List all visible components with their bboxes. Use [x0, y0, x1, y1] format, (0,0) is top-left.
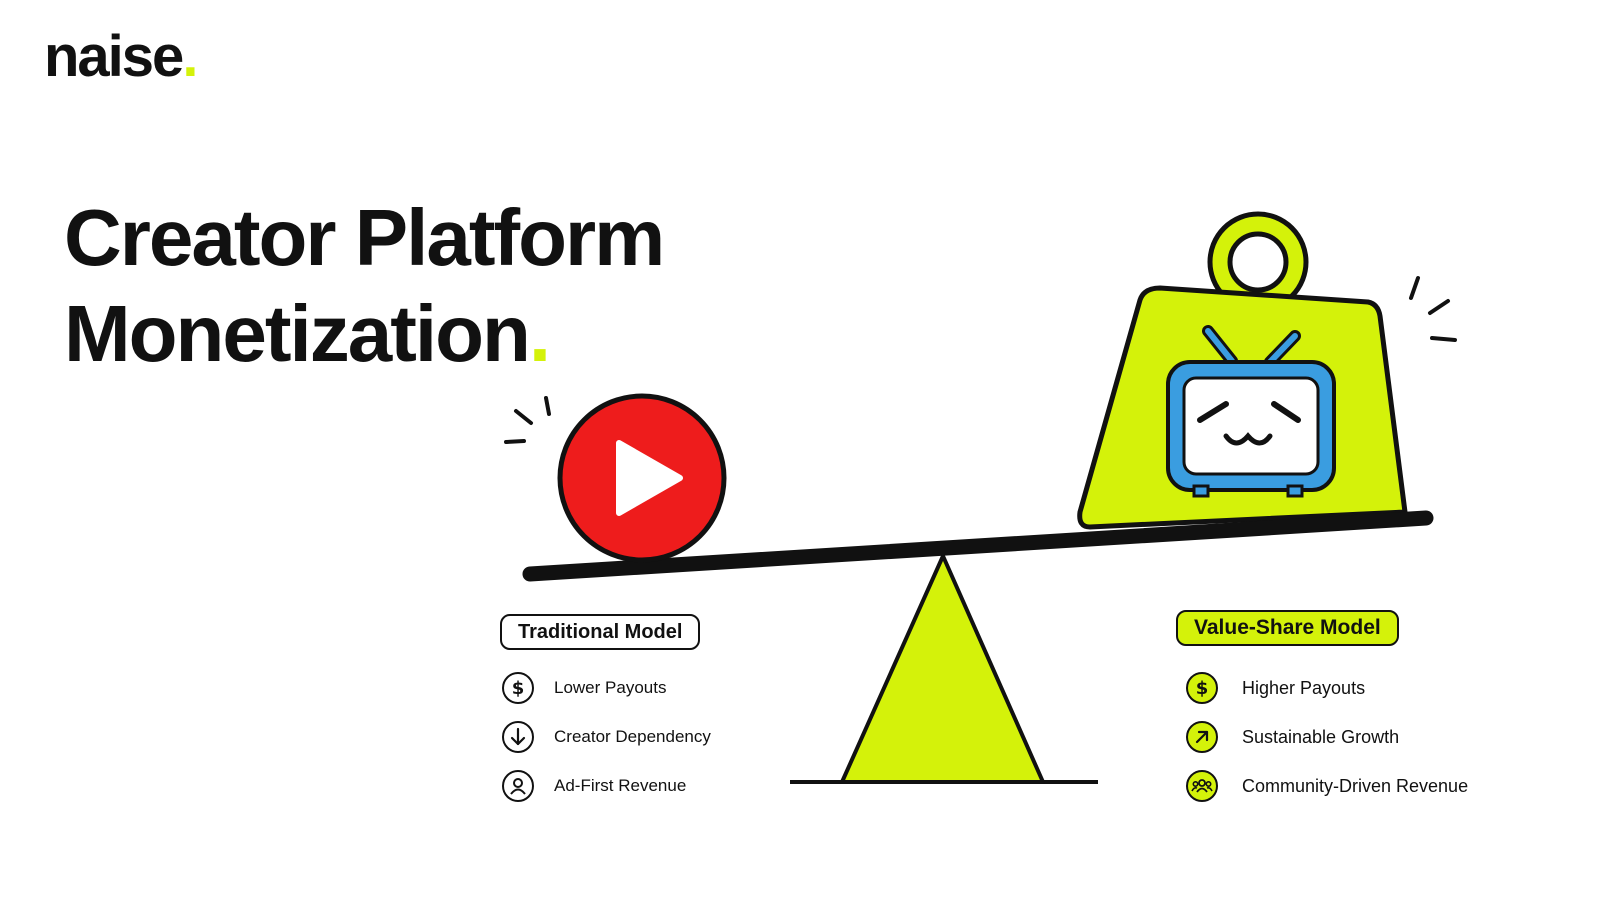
brand-name: naise [44, 24, 184, 89]
dollar-icon: $ [1186, 672, 1218, 704]
motion-dashes-left [504, 396, 551, 444]
feature-label: Ad-First Revenue [554, 776, 687, 795]
svg-text:$: $ [1196, 678, 1209, 698]
feature-label: Higher Payouts [1242, 677, 1366, 698]
title-dot: . [528, 289, 551, 378]
traditional-model-badge: Traditional Model [500, 614, 701, 650]
title-line-2: Monetization. [64, 286, 663, 382]
community-icon [1186, 770, 1218, 802]
list-item: Ad-First Revenue [502, 768, 711, 804]
brand-dot: . [182, 24, 198, 89]
triangle-fulcrum [840, 554, 1045, 784]
seesaw-plank [522, 510, 1434, 582]
feature-label: Creator Dependency [554, 727, 711, 746]
traditional-feature-list: $ Lower Payouts Creator Dependency Ad-Fi… [502, 670, 711, 817]
list-item: Sustainable Growth [1186, 719, 1468, 755]
svg-text:$: $ [512, 678, 525, 698]
list-item: Creator Dependency [502, 719, 711, 755]
title-line-2-text: Monetization [64, 289, 531, 378]
title-line-1: Creator Platform [64, 193, 665, 282]
list-item: $ Higher Payouts [1186, 670, 1468, 706]
tv-mascot-icon [1166, 325, 1336, 498]
feature-label: Community-Driven Revenue [1242, 775, 1469, 796]
user-icon [502, 770, 534, 802]
list-item: Community-Driven Revenue [1186, 768, 1468, 804]
page-title: Creator Platform Monetization. [64, 190, 665, 382]
feature-label: Sustainable Growth [1242, 726, 1400, 747]
motion-dashes-right [1409, 276, 1457, 342]
arrow-up-right-icon [1186, 721, 1218, 753]
list-item: $ Lower Payouts [502, 670, 711, 706]
play-button-icon [557, 393, 727, 563]
arrow-down-icon [502, 721, 534, 753]
value-share-feature-list: $ Higher Payouts Sustainable Growth Comm… [1186, 670, 1468, 817]
value-share-model-badge: Value-Share Model [1176, 610, 1399, 646]
dollar-icon: $ [502, 672, 534, 704]
feature-label: Lower Payouts [554, 678, 667, 697]
brand-logo[interactable]: naise. [44, 28, 198, 86]
